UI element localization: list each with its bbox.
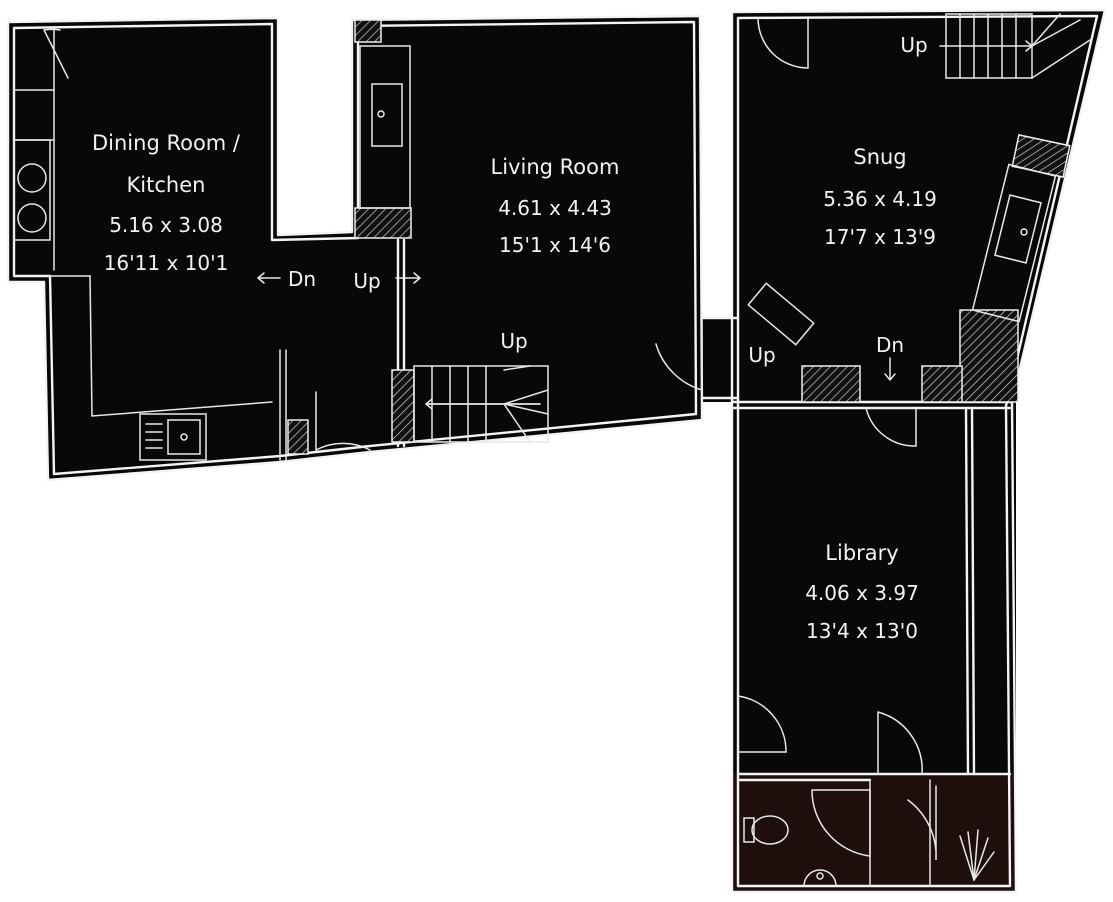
block-hall: [287, 419, 309, 455]
arrow-dn-icon: [256, 272, 281, 284]
dining-name-line2: Kitchen: [127, 173, 206, 197]
living-sideboard: [359, 45, 411, 209]
door-snug-top: [757, 17, 809, 69]
arrow-up-icon: [939, 40, 1034, 52]
basin-icon: [803, 869, 837, 887]
bathroom-fixtures: [743, 815, 995, 887]
door-hall: [315, 391, 371, 452]
block-snug-left: [801, 365, 861, 403]
arrow-dn-icon: [884, 357, 896, 382]
block-stair-living: [391, 369, 415, 443]
living-fixtures: [359, 45, 411, 209]
library-name: Library: [825, 541, 898, 565]
snug-imperial: 17'7 x 13'9: [824, 225, 936, 249]
kitchen-sink-icon: [139, 413, 207, 461]
label-up-snug-step: Up: [748, 343, 775, 367]
snug-sideboard: [971, 163, 1057, 323]
hob-ring-icon: [17, 203, 47, 233]
label-up-snug-top: Up: [900, 33, 927, 57]
label-up-living: Up: [500, 329, 527, 353]
snug-room: [732, 10, 1105, 402]
label-up-hall: Up: [353, 269, 380, 293]
dining-name-line1: Dining Room /: [92, 131, 241, 155]
hob-ring-icon: [17, 163, 47, 193]
door-library-left: [737, 695, 787, 753]
stair-arrows: [256, 40, 1034, 410]
toilet-icon: [751, 815, 789, 845]
snug-name: Snug: [853, 145, 906, 169]
door-library-top: [865, 407, 917, 447]
dining-metric: 5.16 x 3.08: [109, 213, 223, 237]
stair-snug-step: [747, 282, 815, 346]
snug-metric: 5.36 x 4.19: [823, 187, 937, 211]
library-metric: 4.06 x 3.97: [805, 581, 919, 605]
arrow-up-icon: [424, 398, 541, 410]
chimney-living-top: [354, 19, 382, 43]
door-living-snug: [655, 321, 703, 392]
doors: [315, 17, 937, 861]
living-name: Living Room: [491, 155, 620, 179]
library-imperial: 13'4 x 13'0: [806, 619, 918, 643]
stair-labels: Dn Up Up Up Up Dn: [288, 33, 928, 367]
room-labels: Dining Room / Kitchen 5.16 x 3.08 16'11 …: [92, 131, 937, 643]
dining-kitchen-room: [8, 16, 702, 480]
snug-fixtures: [971, 163, 1057, 323]
chimney-snug-lower: [959, 309, 1019, 403]
room-fills: [8, 10, 1105, 892]
plant-icon: [959, 829, 995, 881]
label-dn-hall: Dn: [288, 267, 316, 291]
chimney-blocks: [287, 19, 1071, 455]
living-imperial: 15'1 x 14'6: [499, 233, 611, 257]
door-library-bath: [877, 711, 923, 775]
dining-imperial: 16'11 x 10'1: [104, 251, 229, 275]
chimney-living: [354, 207, 412, 239]
living-metric: 4.61 x 4.43: [498, 196, 612, 220]
arrow-up-icon: [395, 272, 422, 284]
block-snug-right: [921, 365, 963, 403]
label-dn-snug: Dn: [876, 333, 904, 357]
door-bath-right: [907, 785, 937, 861]
outer-walls: [6, 8, 1107, 894]
door-bath-inner: [811, 789, 871, 857]
stair-living: [413, 365, 549, 443]
kitchen-fixtures: [13, 27, 207, 461]
